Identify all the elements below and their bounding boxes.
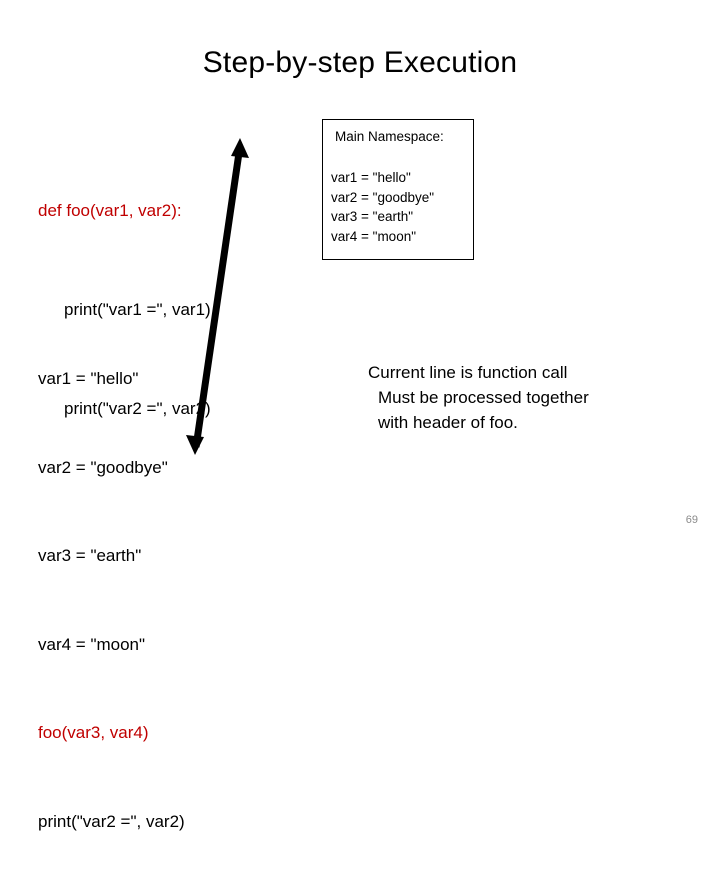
main-line-var1: var1 = "hello" <box>38 369 139 388</box>
code-line-def: def foo(var1, var2): <box>38 201 182 220</box>
main-line-foo-call: foo(var3, var4) <box>38 723 149 742</box>
slide-canvas: Step-by-step Execution def foo(var1, var… <box>38 46 698 831</box>
main-program-code: var1 = "hello" var2 = "goodbye" var3 = "… <box>38 305 185 895</box>
note-line-3: with header of foo. <box>378 413 518 432</box>
namespace-title: Main Namespace: <box>335 129 444 144</box>
page-title: Step-by-step Execution <box>202 46 518 79</box>
function-definition-code: def foo(var1, var2): print("var1 =", var… <box>38 128 211 491</box>
main-namespace-box: Main Namespace: var1 = "hello" var2 = "g… <box>322 119 474 260</box>
note-line-2: Must be processed together <box>378 388 589 407</box>
main-line-var4: var4 = "moon" <box>38 634 146 654</box>
note-line-1: Current line is function call <box>368 363 568 382</box>
explanatory-note: Current line is function call Must be pr… <box>368 360 668 435</box>
main-line-print-var2: print("var2 =", var2) <box>38 811 185 831</box>
page-number: 69 <box>685 514 698 526</box>
main-line-var2: var2 = "goodbye" <box>38 457 168 477</box>
main-line-var3: var3 = "earth" <box>38 546 142 565</box>
namespace-variables: var1 = "hello" var2 = "goodbye" var3 = "… <box>331 170 435 244</box>
